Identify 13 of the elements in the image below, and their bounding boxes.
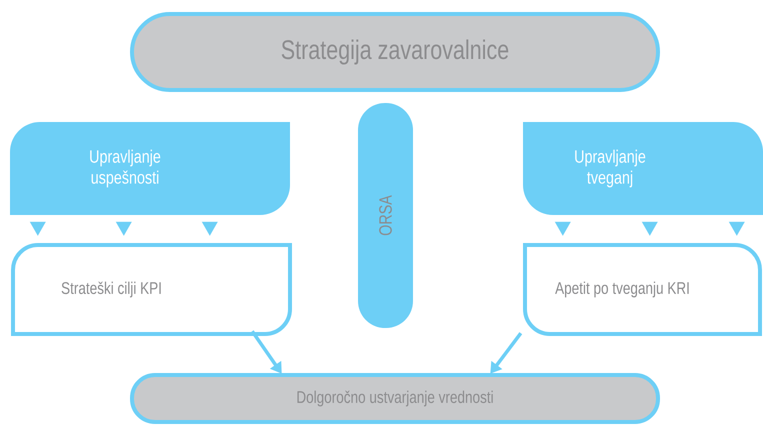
- result-pill: Dolgoročno ustvarjanje vrednosti: [130, 373, 660, 424]
- arrow: [642, 222, 658, 236]
- heading-pill: Strategija zavarovalnice: [130, 12, 660, 92]
- arrow: [30, 222, 46, 236]
- arrow: [728, 222, 745, 236]
- arrow: [202, 222, 218, 236]
- goal-box: Apetit po tveganju KRI: [523, 243, 762, 336]
- heading-box: Upravljanje uspešnosti: [10, 122, 290, 215]
- heading-box: Upravljanje tveganj: [523, 122, 763, 215]
- arrow: [116, 222, 132, 236]
- arrow: [554, 222, 571, 236]
- goal-box: Strateški cilji KPI: [11, 243, 292, 336]
- vertical-pill: ORSA: [358, 103, 413, 328]
